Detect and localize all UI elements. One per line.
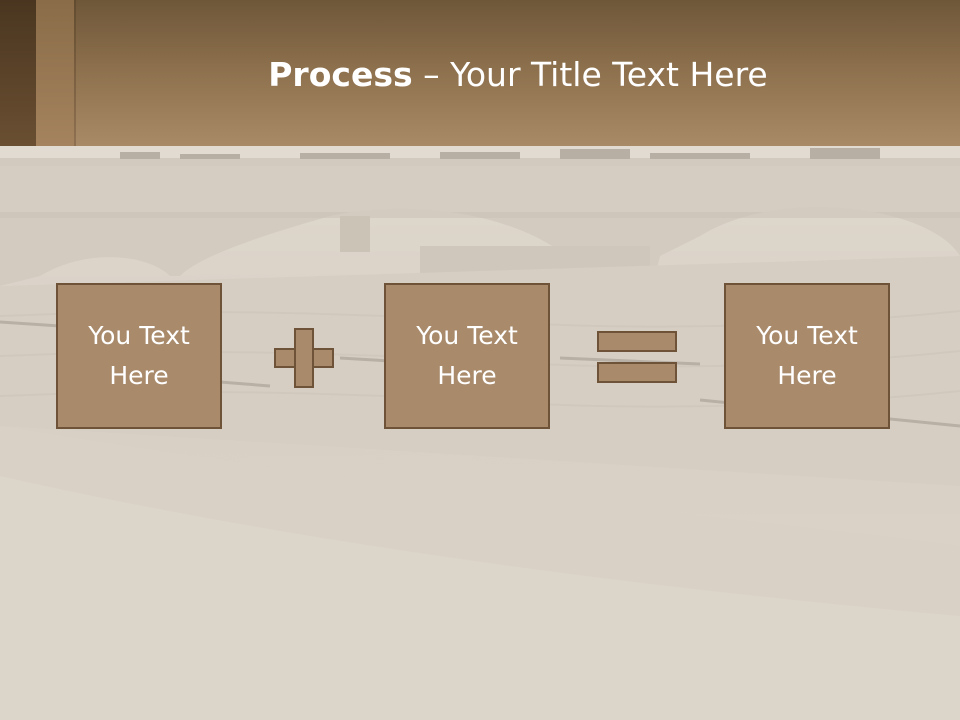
header-accent-strip-light — [36, 0, 74, 146]
title-bold: Process — [268, 55, 413, 94]
process-box-3-text: You Text Here — [756, 321, 858, 390]
bridge-river-illustration — [0, 146, 960, 720]
process-box-1-text: You Text Here — [88, 321, 190, 390]
header-band: Process – Your Title Text Here — [0, 0, 960, 146]
process-box-1[interactable]: You Text Here — [56, 283, 222, 429]
slide-title[interactable]: Process – Your Title Text Here — [76, 52, 960, 102]
header-divider — [74, 0, 76, 146]
plus-icon — [274, 328, 334, 388]
photo-overlay — [0, 146, 960, 720]
equals-icon — [597, 331, 677, 383]
process-box-2-text: You Text Here — [416, 321, 518, 390]
process-box-2[interactable]: You Text Here — [384, 283, 550, 429]
process-box-3[interactable]: You Text Here — [724, 283, 890, 429]
header-accent-strip — [0, 0, 36, 146]
background-photo — [0, 146, 960, 720]
title-rest: – Your Title Text Here — [412, 55, 768, 94]
